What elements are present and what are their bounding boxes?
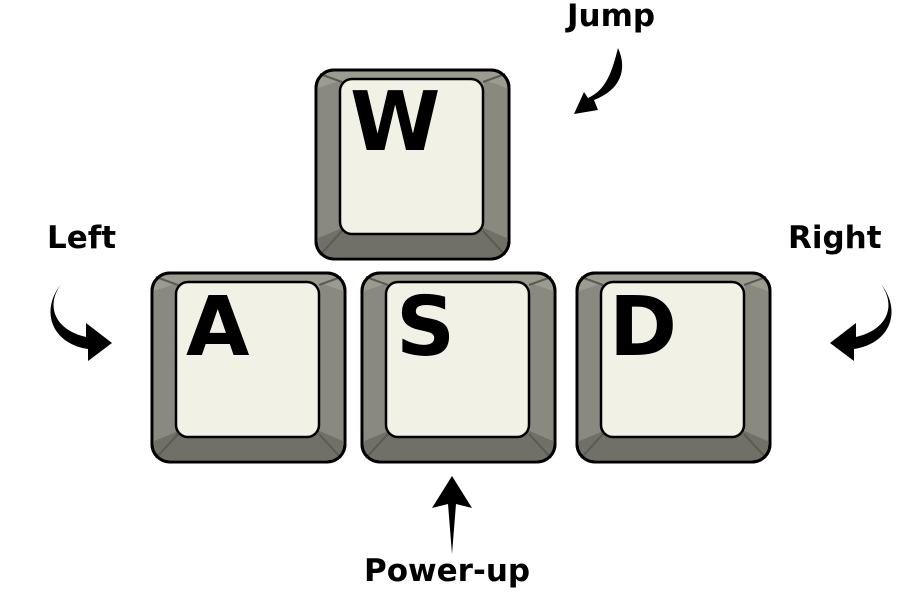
curved-arrow-down-left-icon bbox=[574, 48, 623, 114]
curved-arrow-down-left-icon bbox=[830, 283, 892, 361]
s-key[interactable]: S bbox=[360, 271, 557, 464]
a-key[interactable]: A bbox=[150, 271, 347, 464]
right-label: Right bbox=[788, 220, 882, 256]
curved-arrow-down-right-icon bbox=[50, 283, 112, 361]
d-key[interactable]: D bbox=[575, 271, 772, 464]
arrow-up-icon bbox=[432, 476, 472, 554]
w-key-letter: W bbox=[350, 75, 441, 170]
keycap-shape bbox=[360, 271, 557, 464]
a-key-letter: A bbox=[186, 280, 250, 375]
w-key[interactable]: W bbox=[314, 68, 511, 261]
left-label: Left bbox=[47, 220, 117, 256]
s-key-letter: S bbox=[396, 280, 456, 375]
jump-label: Jump bbox=[567, 0, 656, 34]
d-key-letter: D bbox=[609, 280, 678, 375]
powerup-label: Power-up bbox=[364, 553, 531, 589]
